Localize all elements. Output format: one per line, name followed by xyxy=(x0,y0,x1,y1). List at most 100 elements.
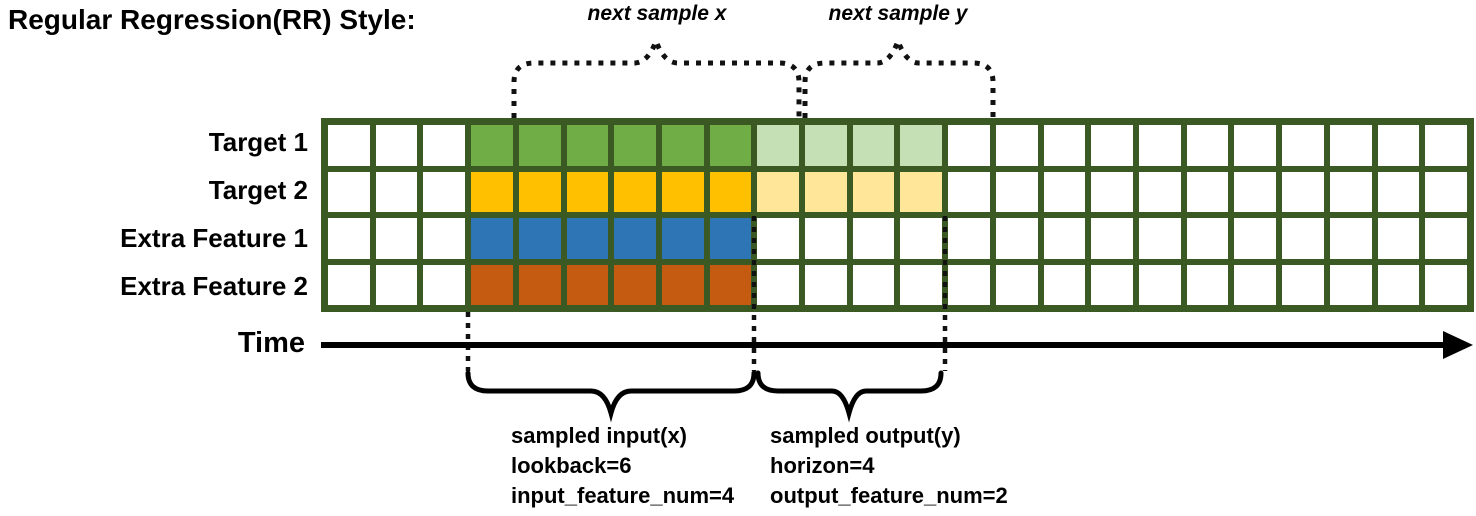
grid-cell xyxy=(614,171,656,212)
grid-cell xyxy=(566,125,609,166)
grid-cell xyxy=(566,171,609,212)
grid-cell xyxy=(1139,125,1181,166)
time-axis-arrowhead xyxy=(1443,331,1473,359)
grid-cell xyxy=(423,218,466,259)
sample-grid xyxy=(321,118,1474,312)
time-axis-label: Time xyxy=(237,327,305,359)
grid-cell xyxy=(1139,218,1181,259)
grid-cell xyxy=(948,171,990,212)
grid-cell xyxy=(471,218,513,259)
grid-cell xyxy=(1282,125,1324,166)
grid-cell xyxy=(328,171,370,212)
grid-cell xyxy=(1329,171,1372,212)
grid-cell xyxy=(805,171,847,212)
grid-cell xyxy=(1234,125,1277,166)
grid-cell xyxy=(709,171,752,212)
grid-cell xyxy=(518,264,561,305)
grid-cell xyxy=(518,218,561,259)
grid-cell xyxy=(375,218,418,259)
grid-cell xyxy=(852,264,895,305)
sampled-output-underbrace xyxy=(755,370,944,423)
grid-cell xyxy=(1377,125,1420,166)
grid-cell xyxy=(375,171,418,212)
grid-cell xyxy=(805,218,847,259)
grid-cell xyxy=(1234,264,1277,305)
grid-cell xyxy=(757,264,800,305)
next-sample-x-label: next sample x xyxy=(587,2,727,25)
sampled-output-line: sampled output(y) xyxy=(770,423,961,448)
grid-cell xyxy=(995,125,1038,166)
grid-cell xyxy=(375,125,418,166)
output-feature-num-line: output_feature_num=2 xyxy=(770,483,1008,508)
sampled-input-line: sampled input(x) xyxy=(511,423,688,448)
next-sample-x-dotted-brace xyxy=(511,33,802,118)
grid-cell xyxy=(1425,264,1467,305)
grid-cell xyxy=(852,171,895,212)
grid-cell xyxy=(1425,171,1467,212)
grid-cell xyxy=(757,125,800,166)
grid-cell xyxy=(661,264,704,305)
grid-cell xyxy=(1186,125,1229,166)
grid-cell xyxy=(852,125,895,166)
grid-cell xyxy=(709,125,752,166)
grid-cell xyxy=(1091,125,1134,166)
grid-cell xyxy=(423,264,466,305)
grid-cell xyxy=(1139,264,1181,305)
grid-cell xyxy=(566,218,609,259)
grid-cell xyxy=(995,171,1038,212)
grid-cell xyxy=(1234,218,1277,259)
grid-cell xyxy=(852,218,895,259)
next-sample-y-dotted-brace xyxy=(802,33,996,118)
grid-cell xyxy=(1425,218,1467,259)
grid-cell xyxy=(1329,125,1372,166)
grid-cell xyxy=(1377,218,1420,259)
grid-cell xyxy=(518,171,561,212)
grid-cell xyxy=(900,125,943,166)
next-sample-y-label: next sample y xyxy=(828,2,968,25)
grid-cell xyxy=(948,264,990,305)
grid-cell xyxy=(709,264,752,305)
grid-cell xyxy=(661,171,704,212)
row-label-extra-feature-2: Extra Feature 2 xyxy=(120,271,308,301)
row-label-target-2: Target 2 xyxy=(208,175,308,205)
sampled-input-annotation: sampled input(x) lookback=6 input_featur… xyxy=(511,421,734,511)
grid-cell xyxy=(328,264,370,305)
grid-cell xyxy=(1186,218,1229,259)
grid-cell xyxy=(566,264,609,305)
grid-cell xyxy=(1091,171,1134,212)
grid-cell xyxy=(518,125,561,166)
grid-cell xyxy=(328,125,370,166)
grid-cell xyxy=(900,264,943,305)
sampled-input-underbrace xyxy=(465,370,757,423)
grid-cell xyxy=(471,264,513,305)
grid-cell xyxy=(1329,264,1372,305)
grid-cell xyxy=(423,125,466,166)
grid-cell xyxy=(328,218,370,259)
grid-cell xyxy=(1186,264,1229,305)
grid-cell xyxy=(1186,171,1229,212)
grid-cell xyxy=(661,125,704,166)
grid-cell xyxy=(471,171,513,212)
grid-cell xyxy=(471,125,513,166)
grid-cell xyxy=(614,125,656,166)
grid-cell xyxy=(1043,264,1086,305)
grid-cell xyxy=(1091,218,1134,259)
input-feature-num-line: input_feature_num=4 xyxy=(511,483,735,508)
page-title: Regular Regression(RR) Style: xyxy=(8,4,416,35)
grid-cell xyxy=(1234,171,1277,212)
grid-cell xyxy=(995,264,1038,305)
grid-cell xyxy=(757,218,800,259)
grid-cell xyxy=(1043,171,1086,212)
grid-cell xyxy=(1282,171,1324,212)
grid-cell xyxy=(1282,264,1324,305)
grid-cell xyxy=(614,218,656,259)
grid-cell xyxy=(948,218,990,259)
row-label-target-1: Target 1 xyxy=(208,127,308,157)
grid-cell xyxy=(1043,218,1086,259)
grid-cell xyxy=(614,264,656,305)
grid-cell xyxy=(948,125,990,166)
grid-cell xyxy=(900,171,943,212)
grid-cell xyxy=(757,171,800,212)
grid-cell xyxy=(709,218,752,259)
